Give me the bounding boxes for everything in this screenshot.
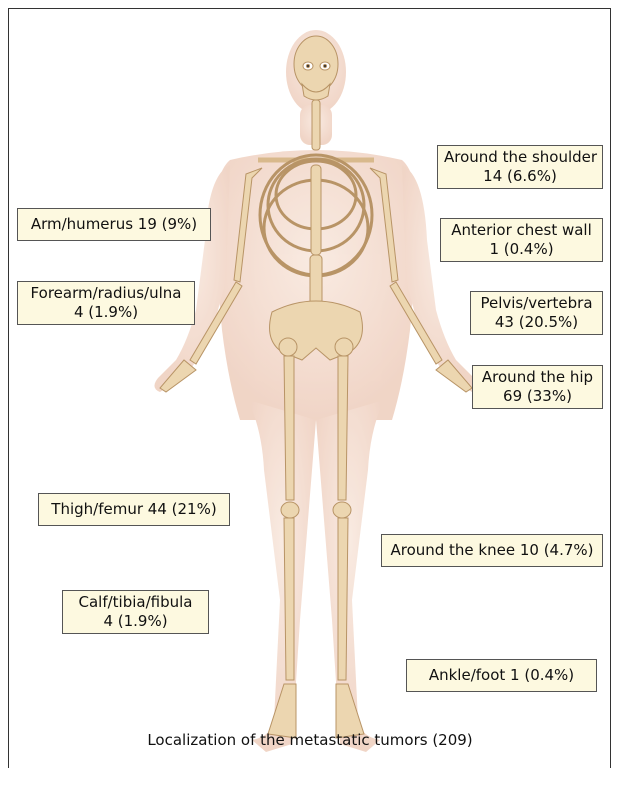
label-calf: Calf/tibia/fibula 4 (1.9%) <box>62 590 209 634</box>
pelvis-value: 43 (20.5%) <box>477 313 596 332</box>
thigh-title: Thigh/femur 44 (21%) <box>45 500 223 519</box>
label-ankle-foot: Ankle/foot 1 (0.4%) <box>406 659 597 692</box>
label-anterior-chest-wall: Anterior chest wall 1 (0.4%) <box>440 218 603 262</box>
shoulder-value: 14 (6.6%) <box>444 167 596 186</box>
calf-value: 4 (1.9%) <box>69 612 202 631</box>
forearm-value: 4 (1.9%) <box>24 303 188 322</box>
chest-title: Anterior chest wall <box>447 221 596 240</box>
label-around-shoulder: Around the shoulder 14 (6.6%) <box>437 145 603 189</box>
label-pelvis-vertebra: Pelvis/vertebra 43 (20.5%) <box>470 291 603 335</box>
pelvis-title: Pelvis/vertebra <box>477 294 596 313</box>
chest-value: 1 (0.4%) <box>447 240 596 259</box>
label-around-hip: Around the hip 69 (33%) <box>472 365 603 409</box>
label-thigh-femur: Thigh/femur 44 (21%) <box>38 493 230 526</box>
shoulder-title: Around the shoulder <box>444 148 596 167</box>
forearm-title: Forearm/radius/ulna <box>24 284 188 303</box>
arm-title: Arm/humerus 19 (9%) <box>24 215 204 234</box>
figure-caption: Localization of the metastatic tumors (2… <box>0 731 620 749</box>
ankle-title: Ankle/foot 1 (0.4%) <box>413 666 590 685</box>
label-forearm: Forearm/radius/ulna 4 (1.9%) <box>17 281 195 325</box>
knee-title: Around the knee 10 (4.7%) <box>388 541 596 560</box>
hip-value: 69 (33%) <box>479 387 596 406</box>
calf-title: Calf/tibia/fibula <box>69 593 202 612</box>
hip-title: Around the hip <box>479 368 596 387</box>
label-around-knee: Around the knee 10 (4.7%) <box>381 534 603 567</box>
label-arm-humerus: Arm/humerus 19 (9%) <box>17 208 211 241</box>
